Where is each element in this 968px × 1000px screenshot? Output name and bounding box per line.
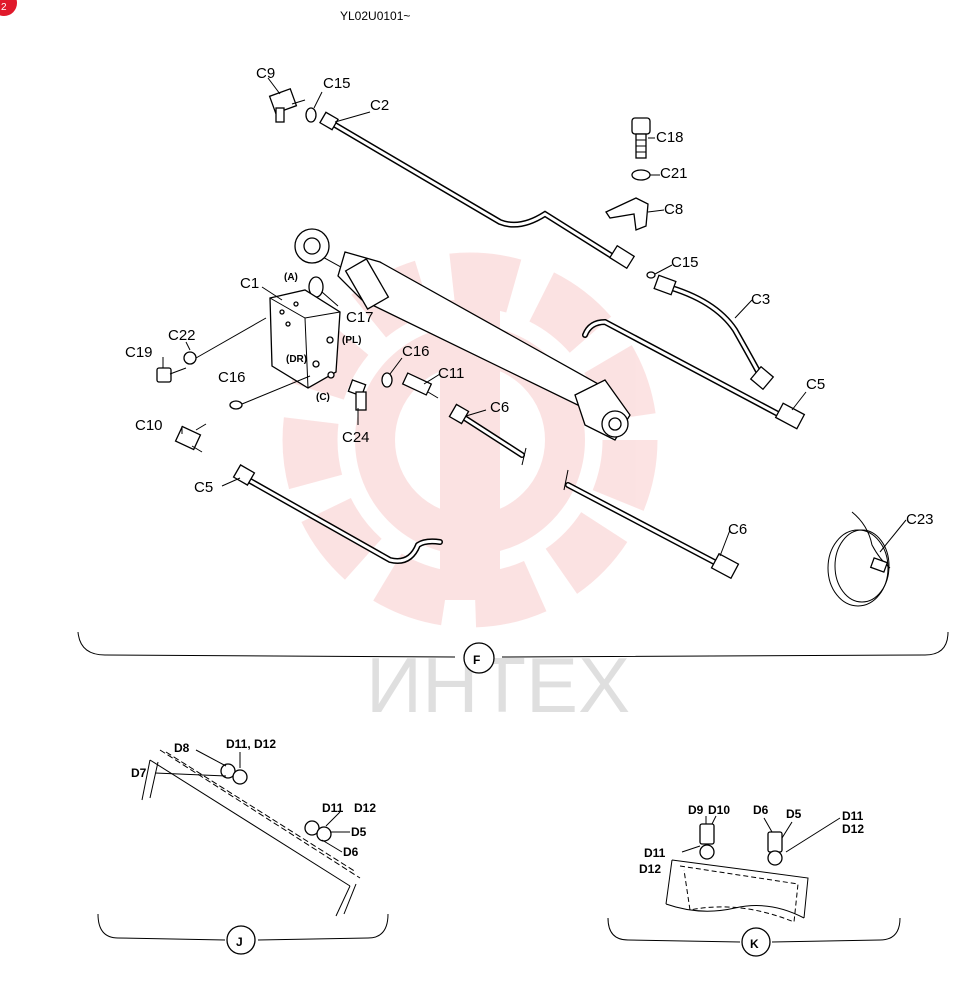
section-label-k: K — [750, 937, 759, 951]
callout-c10: C10 — [135, 417, 163, 434]
callout-port-pl: (PL) — [342, 335, 361, 346]
clamp-c8 — [605, 197, 649, 231]
callout-c11: C11 — [438, 365, 464, 382]
callout-c15-right: C15 — [671, 254, 699, 271]
section-label-j: J — [236, 935, 243, 949]
o-ring-c16-right — [381, 372, 393, 388]
callout-d5-k: D5 — [786, 807, 802, 821]
callout-d11-k-right: D11 — [842, 809, 864, 823]
callout-c23: C23 — [906, 511, 934, 528]
callout-port-c: (C) — [316, 392, 330, 403]
callout-c9: C9 — [256, 65, 275, 82]
section-f-parts — [156, 87, 891, 607]
callout-c1: C1 — [240, 275, 259, 292]
callouts-f: C9 C15 C2 C18 C21 C8 C15 C3 C5 C1 (A) C1… — [125, 65, 934, 538]
callout-c16-left: C16 — [218, 369, 246, 386]
section-j-parts — [141, 749, 361, 917]
callouts-j: D8 D11, D12 D7 D11 D12 D5 D6 — [131, 737, 376, 859]
page-badge: 2 — [0, 0, 17, 16]
pipe-c6-lower — [563, 469, 740, 580]
callout-c2: C2 — [370, 97, 389, 114]
callout-port-a: (A) — [284, 272, 298, 283]
callout-d12-k-right: D12 — [842, 822, 864, 836]
callout-c15-top: C15 — [323, 75, 351, 92]
serial-number: YL02U0101~ — [340, 9, 410, 23]
callout-d10: D10 — [708, 803, 730, 817]
pipe-c2 — [319, 111, 636, 270]
o-ring-c16-left — [229, 400, 243, 410]
callout-c19: C19 — [125, 344, 153, 361]
o-ring-c15-top — [305, 107, 317, 123]
pipe-c5-lower — [232, 464, 443, 564]
elbow-fitting-c9 — [268, 87, 306, 123]
o-ring-c15-right — [646, 271, 656, 279]
section-label-f: F — [473, 653, 480, 667]
callout-c17: C17 — [346, 309, 374, 326]
fitting-c11 — [401, 372, 439, 399]
callout-c5-right: C5 — [806, 376, 825, 393]
callout-d12-k-left: D12 — [639, 862, 661, 876]
callout-c3: C3 — [751, 291, 770, 308]
valve-block-c1 — [269, 289, 341, 389]
callout-d7: D7 — [131, 766, 147, 780]
callout-d5-j: D5 — [351, 825, 367, 839]
callout-d11-k-left: D11 — [644, 846, 666, 860]
fitting-c10 — [174, 423, 207, 453]
callout-d6-j: D6 — [343, 845, 359, 859]
hose-c3 — [653, 274, 775, 391]
pipe-c6-upper — [448, 403, 527, 466]
callout-c18: C18 — [656, 129, 684, 146]
callout-c22: C22 — [168, 327, 196, 344]
hydraulic-cylinder — [294, 228, 631, 441]
section-f-brace: F — [77, 631, 949, 674]
section-k-parts — [665, 815, 841, 923]
callout-d8: D8 — [174, 741, 190, 755]
bolt-c18 — [631, 117, 651, 159]
elbow-c24 — [347, 379, 367, 411]
callout-d6-k: D6 — [753, 803, 769, 817]
wire-coil-c23 — [827, 511, 891, 607]
watermark-text: ИНТЕХ — [366, 641, 630, 729]
callout-c24: C24 — [342, 429, 370, 446]
washer-c21 — [631, 169, 651, 181]
callout-c16-right: C16 — [402, 343, 430, 360]
section-k-brace: K — [607, 917, 901, 957]
callout-port-dr: (DR) — [286, 354, 307, 365]
callout-c21: C21 — [660, 165, 688, 182]
callout-c6-lower: C6 — [728, 521, 747, 538]
section-j-brace: J — [97, 913, 389, 955]
callout-d9: D9 — [688, 803, 704, 817]
callouts-k: D9 D10 D6 D5 D11 D12 D11 D12 — [639, 803, 864, 876]
callout-d11-j: D11 — [322, 801, 344, 815]
callout-c5-lower: C5 — [194, 479, 213, 496]
washer-c22 — [183, 351, 197, 365]
pipe-c5-right — [582, 318, 806, 430]
leader-lines-f — [162, 77, 907, 557]
svg-text:2: 2 — [1, 2, 7, 13]
callout-d12-j: D12 — [354, 801, 376, 815]
callout-c8: C8 — [664, 201, 683, 218]
callout-d11-d12-j-top: D11, D12 — [226, 737, 276, 751]
callout-c6-upper: C6 — [490, 399, 509, 416]
bolt-c19 — [156, 367, 187, 383]
